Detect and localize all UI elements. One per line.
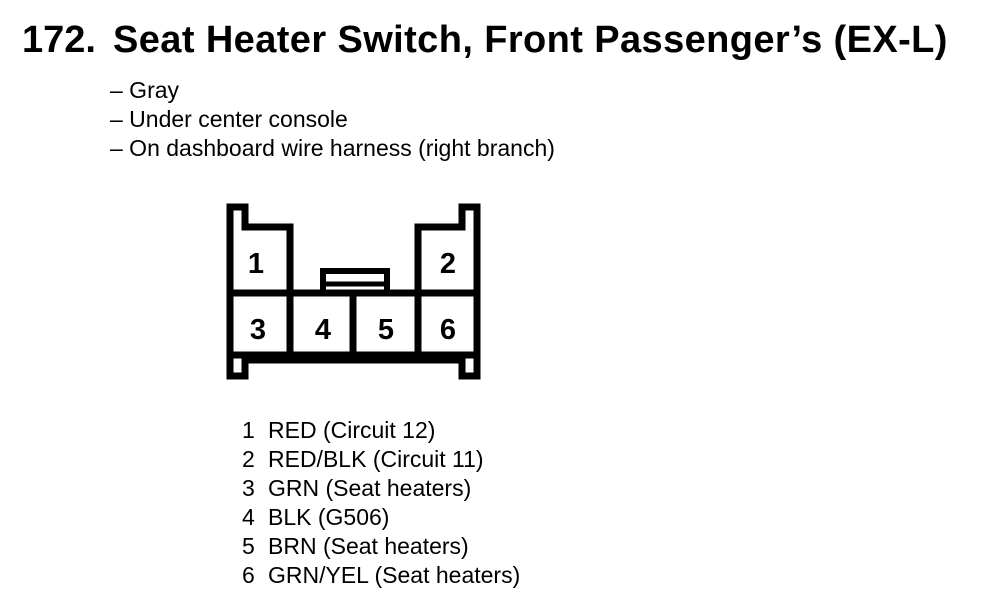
legend-pin-label: BLK (G506): [268, 504, 390, 530]
legend-pin-number: 3: [242, 475, 255, 501]
pin-4-label: 4: [315, 314, 331, 346]
pin-3-label: 3: [250, 314, 266, 346]
legend-pin-label: RED/BLK (Circuit 11): [268, 446, 484, 472]
pin-2-label: 2: [440, 248, 456, 280]
pin-5-label: 5: [378, 314, 394, 346]
note-location: – Under center console: [110, 106, 348, 132]
legend-pin-label: GRN/YEL (Seat heaters): [268, 562, 521, 588]
legend-row: 4 BLK (G506): [242, 503, 520, 532]
pin-legend: 1 RED (Circuit 12) 2 RED/BLK (Circuit 11…: [242, 416, 520, 590]
legend-pin-number: 2: [242, 446, 255, 472]
legend-pin-label: GRN (Seat heaters): [268, 475, 472, 501]
legend-pin-number: 1: [242, 417, 255, 443]
legend-row: 2 RED/BLK (Circuit 11): [242, 445, 520, 474]
legend-pin-number: 5: [242, 533, 255, 559]
pin-6-label: 6: [440, 314, 456, 346]
legend-pin-number: 6: [242, 562, 255, 588]
note-harness: – On dashboard wire harness (right branc…: [110, 135, 555, 161]
legend-row: 1 RED (Circuit 12): [242, 416, 520, 445]
legend-pin-label: RED (Circuit 12): [268, 417, 436, 443]
legend-pin-label: BRN (Seat heaters): [268, 533, 469, 559]
legend-row: 5 BRN (Seat heaters): [242, 532, 520, 561]
connector-notes: – Gray – Under center console – On dashb…: [110, 76, 555, 163]
note-color: – Gray: [110, 77, 180, 103]
legend-pin-number: 4: [242, 504, 255, 530]
page-title: Seat Heater Switch, Front Passenger’s (E…: [113, 19, 948, 61]
legend-row: 6 GRN/YEL (Seat heaters): [242, 561, 520, 590]
figure-number: 172.: [22, 19, 96, 61]
legend-row: 3 GRN (Seat heaters): [242, 474, 520, 503]
pin-1-label: 1: [248, 248, 264, 280]
